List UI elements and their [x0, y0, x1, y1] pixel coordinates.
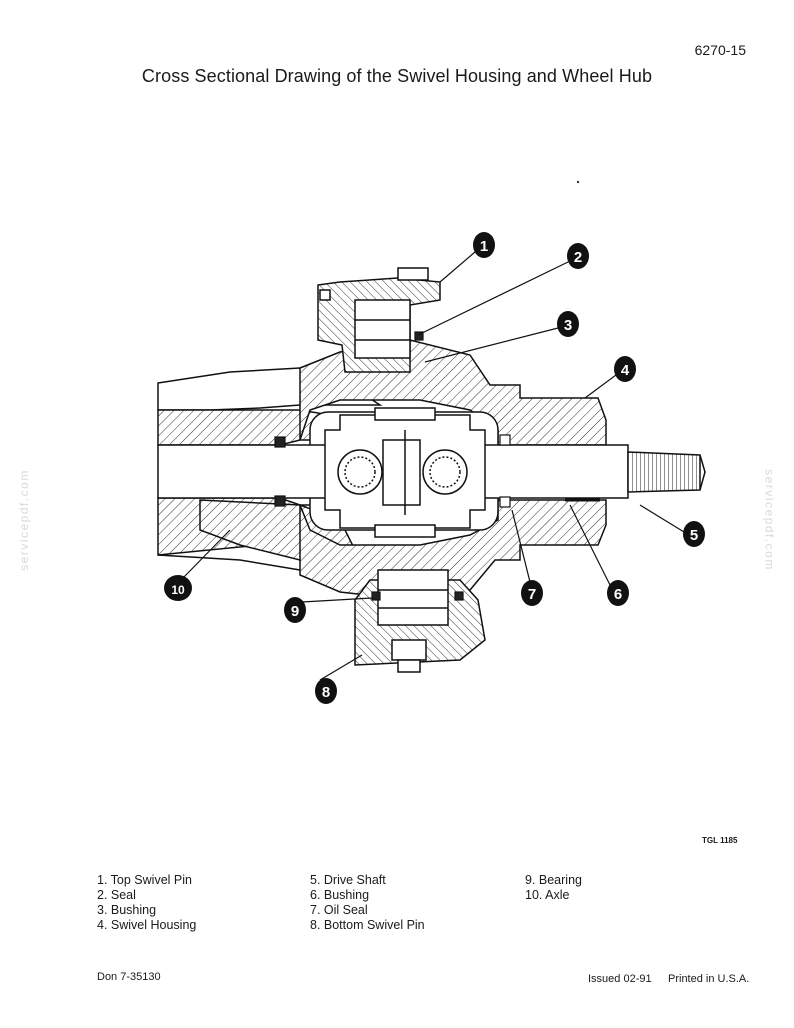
svg-text:5: 5 [690, 527, 698, 544]
stray-dot [576, 180, 580, 184]
callout-5: 5 [683, 521, 705, 547]
callout-9: 9 [284, 597, 306, 623]
footer-issued: Issued 02-91 [588, 973, 652, 985]
callout-2: 2 [567, 243, 589, 269]
callout-7: 7 [521, 580, 543, 606]
svg-text:9: 9 [291, 603, 299, 620]
legend-column-3: 9. Bearing 10. Axle [525, 873, 582, 903]
footer-doc-number: Don 7-35130 [97, 971, 161, 983]
svg-text:1: 1 [480, 238, 488, 255]
legend-item: 6. Bushing [310, 888, 370, 902]
callout-8: 8 [315, 678, 337, 704]
legend-item: 1. Top Swivel Pin [97, 873, 192, 887]
seals-and-bushings [274, 331, 600, 601]
top-swivel-pin [317, 267, 441, 373]
footer-printed: Printed in U.S.A. [668, 973, 750, 985]
callout-10: 10 [164, 575, 192, 601]
legend-item: 5. Drive Shaft [310, 873, 386, 887]
callout-3: 3 [557, 311, 579, 337]
callout-6: 6 [607, 580, 629, 606]
legend-item: 4. Swivel Housing [97, 918, 197, 932]
svg-text:7: 7 [528, 586, 536, 603]
callout-4: 4 [614, 356, 636, 382]
figure-code: TGL 1185 [702, 836, 738, 845]
svg-text:6: 6 [614, 586, 622, 603]
legend-item: 8. Bottom Swivel Pin [310, 918, 425, 932]
legend-item: 9. Bearing [525, 873, 582, 887]
universal-joint [324, 407, 486, 538]
legend-item: 3. Bushing [97, 903, 157, 917]
svg-text:3: 3 [564, 317, 572, 334]
page-title: Cross Sectional Drawing of the Swivel Ho… [141, 66, 653, 86]
legend-item: 7. Oil Seal [310, 903, 368, 917]
svg-text:8: 8 [322, 684, 330, 701]
legend-item: 2. Seal [97, 888, 136, 902]
callout-1: 1 [473, 232, 495, 258]
legend-column-1: 1. Top Swivel Pin 2. Seal 3. Bushing 4. … [97, 873, 196, 933]
svg-text:2: 2 [574, 249, 582, 266]
legend-column-2: 5. Drive Shaft 6. Bushing 7. Oil Seal 8.… [310, 873, 425, 933]
legend-item: 10. Axle [525, 888, 570, 902]
page-number: 6270-15 [694, 42, 746, 58]
svg-text:4: 4 [621, 362, 630, 379]
bottom-swivel-pin [354, 569, 486, 673]
leader-lines [182, 251, 685, 681]
svg-text:10: 10 [171, 583, 185, 597]
